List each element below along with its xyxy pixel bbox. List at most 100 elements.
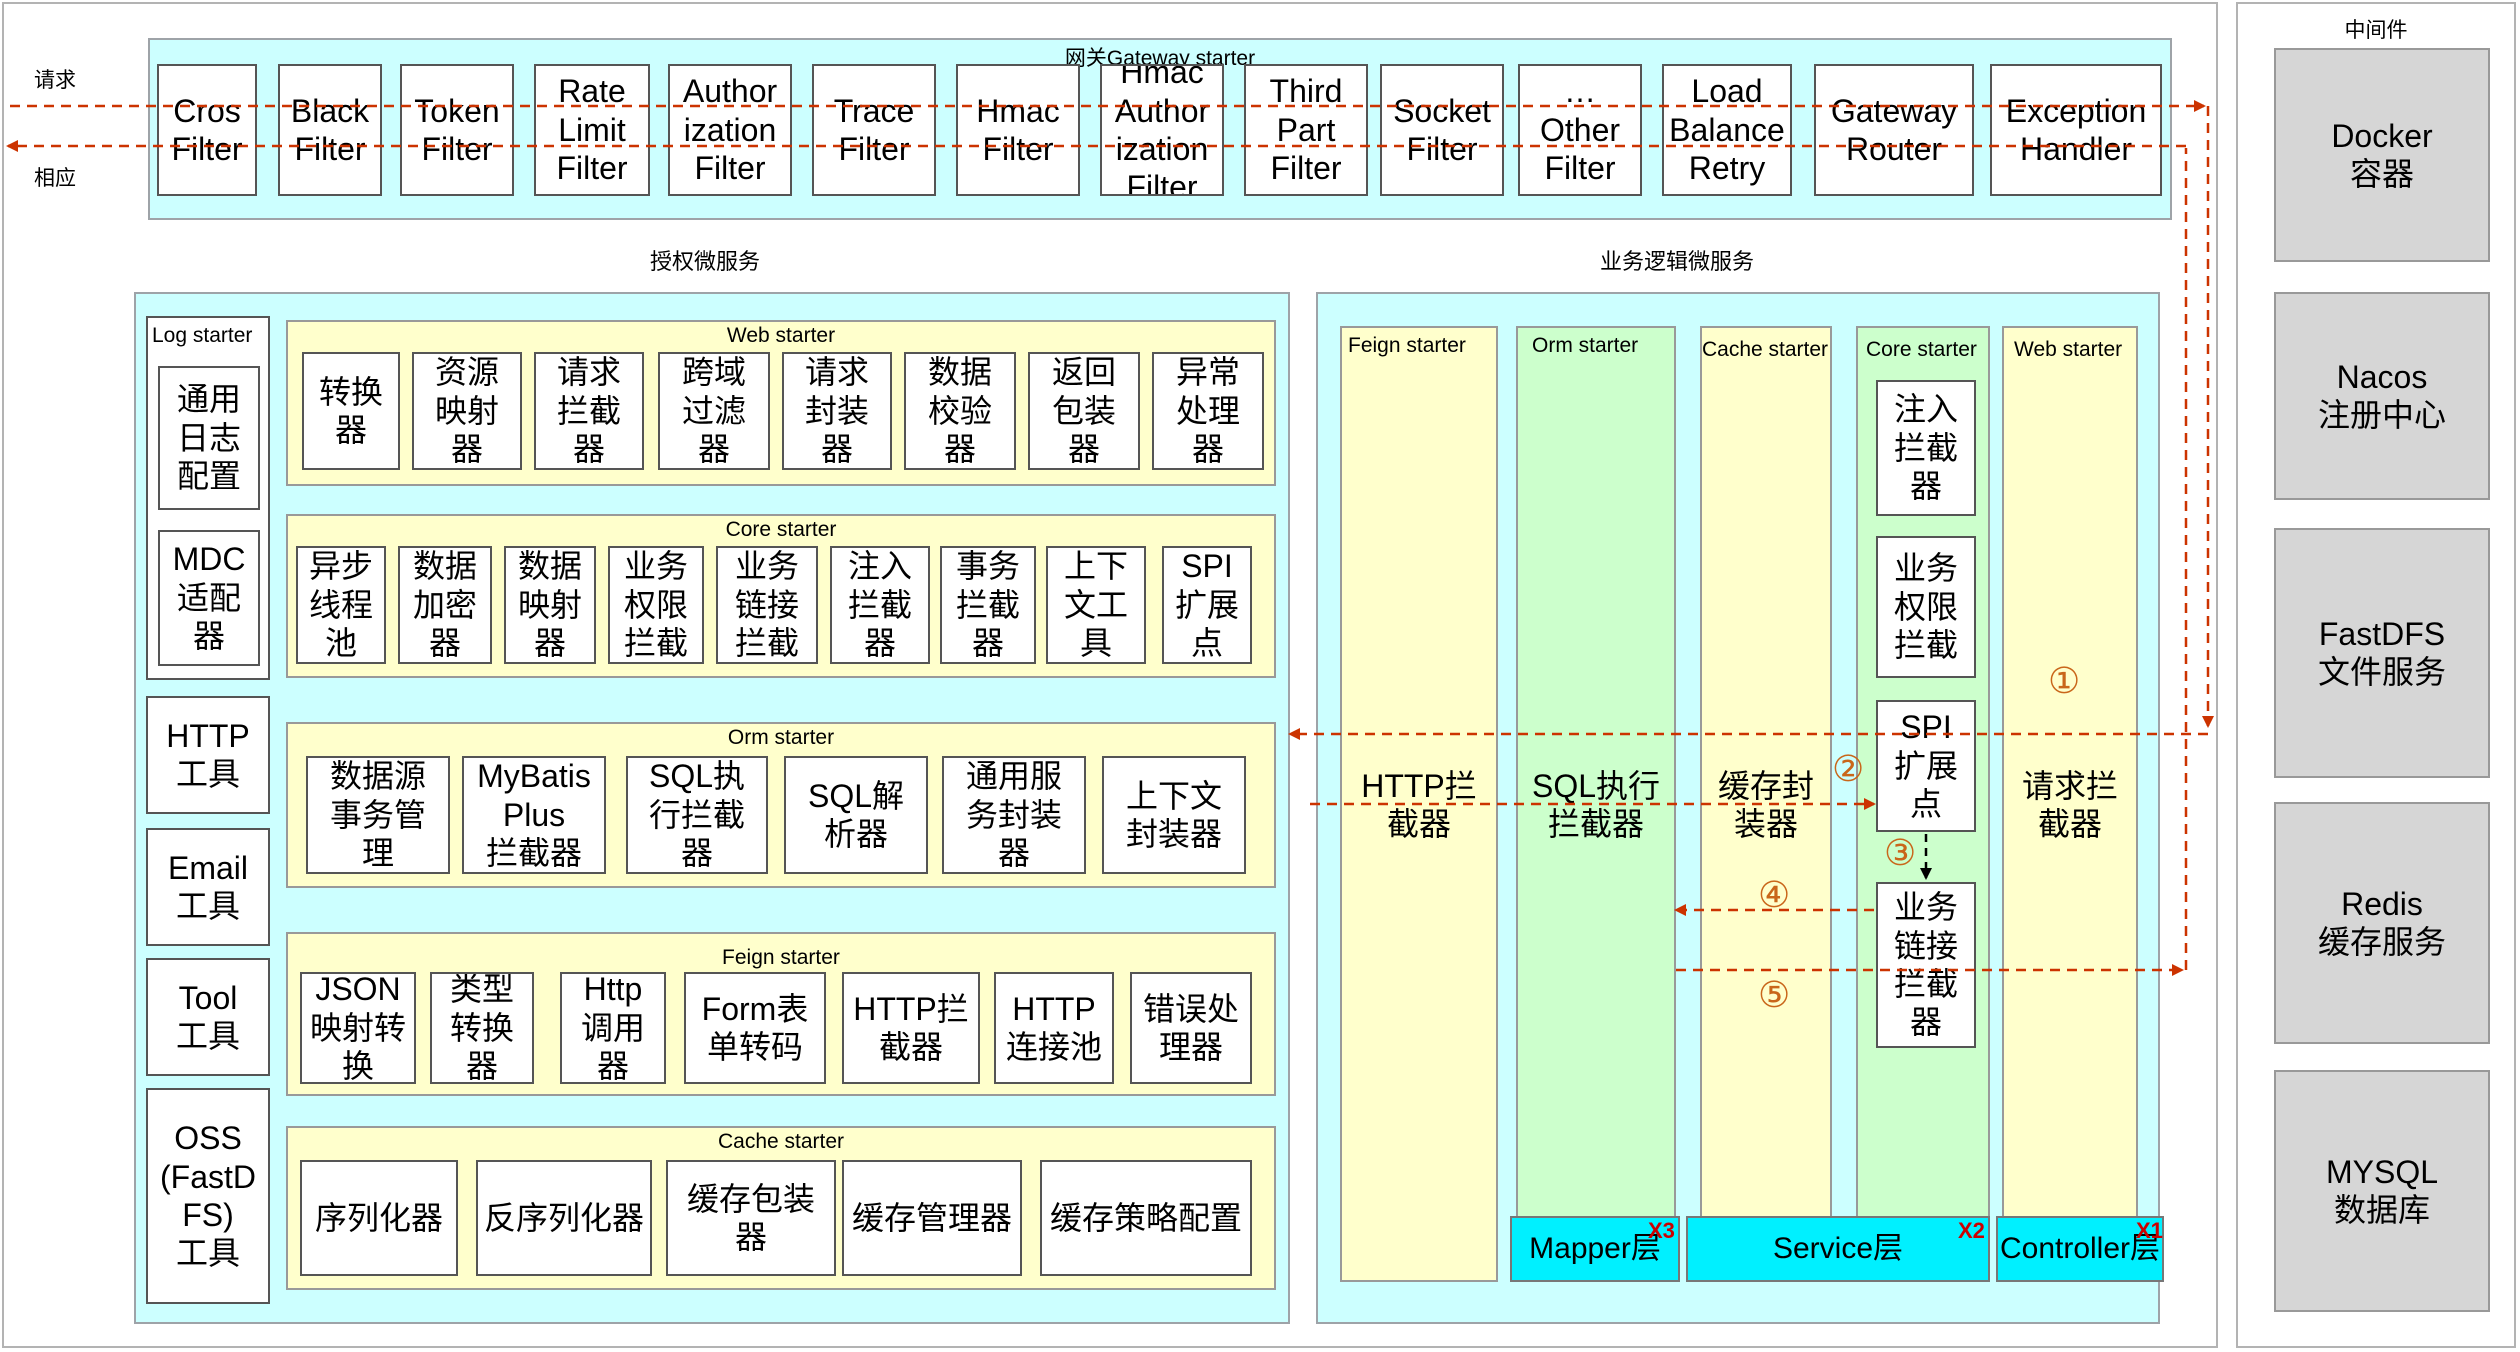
biz-web-starter-title: Web starter [2014,338,2123,361]
feign-item-error-handler: 错误处 理器 [1130,972,1252,1084]
web-item-request-interceptor: 请求 拦截 器 [534,352,644,470]
tool-general: Tool 工具 [146,958,270,1076]
auth-core-starter-title: Core starter [725,518,837,541]
orm-item-mybatis-plus: MyBatis Plus 拦截器 [462,756,606,874]
core-item-spi: SPI 扩展 点 [1162,546,1252,664]
gateway-filter-hmac: Hmac Filter [956,64,1080,196]
web-item-response-wrapper: 返回 包装 器 [1028,352,1140,470]
web-item-cors-filter: 跨域 过滤 器 [658,352,770,470]
feign-item-form-encoder: Form表 单转码 [684,972,826,1084]
feign-item-json-mapper: JSON 映射转 换 [300,972,416,1084]
auth-orm-starter-title: Orm starter [727,726,835,749]
tool-oss-fastdfs: OSS (FastD FS) 工具 [146,1088,270,1304]
orm-item-datasource-tx: 数据源 事务管 理 [306,756,450,874]
cache-item-deserializer: 反序列化器 [476,1160,652,1276]
middleware-mysql: MYSQL 数据库 [2274,1070,2490,1312]
biz-service-title: 业务逻辑微服务 [1600,249,1755,274]
core-item-context-tool: 上下 文工 具 [1046,546,1146,664]
layer-controller: Controller层 [1996,1216,2164,1282]
biz-orm-starter: Orm starter [1516,326,1676,1282]
core-item-async-pool: 异步 线程 池 [296,546,386,664]
tool-email: Email 工具 [146,828,270,946]
layer-service-label: Service层 [1772,1232,1904,1265]
step-3-marker: ③ [1884,832,1917,873]
log-starter-title: Log starter [152,324,253,347]
step-4-marker: ④ [1758,874,1791,915]
feign-item-type-converter: 类型 转换 器 [430,972,534,1084]
core-item-inject-interceptor: 注入 拦截 器 [830,546,930,664]
biz-core-biz-link: 业务 链接 拦截 器 [1876,882,1976,1048]
biz-core-starter-title: Core starter [1866,338,1977,361]
gateway-router: Gateway Router [1814,64,1974,196]
biz-feign-http-interceptor: HTTP拦 截器 [1361,767,1477,842]
web-item-exception-handler: 异常 处理 器 [1152,352,1264,470]
gateway-filter-trace: Trace Filter [812,64,936,196]
feign-item-http-caller: Http 调用 器 [560,972,666,1084]
response-label: 相应 [34,167,76,190]
gateway-filter-authorization: Author ization Filter [668,64,792,196]
gateway-filter-cros: Cros Filter [157,64,257,196]
gateway-filter-load-balance: Load Balance Retry [1662,64,1792,196]
step-1-marker: ① [2048,660,2081,701]
orm-item-sql-parser: SQL解 析器 [784,756,928,874]
web-item-data-validator: 数据 校验 器 [904,352,1016,470]
cache-item-wrapper: 缓存包装 器 [666,1160,836,1276]
layer-mapper-label: Mapper层 [1529,1232,1661,1265]
auth-web-starter-title: Web starter [726,324,836,347]
biz-core-inject-interceptor: 注入 拦截 器 [1876,380,1976,516]
layer-controller-label: Controller层 [1999,1232,2161,1265]
auth-cache-starter-title: Cache starter [717,1130,845,1153]
orm-item-context-wrapper: 上下文 封装器 [1102,756,1246,874]
core-item-biz-link: 业务 链接 拦截 [716,546,818,664]
feign-item-http-interceptor: HTTP拦 截器 [842,972,980,1084]
layer-service-tag: X2 [1958,1218,1985,1243]
step-5-marker: ⑤ [1758,974,1791,1015]
biz-core-biz-permission: 业务 权限 拦截 [1876,536,1976,678]
cache-item-serializer: 序列化器 [300,1160,458,1276]
biz-orm-starter-title: Orm starter [1532,334,1639,357]
gateway-filter-rate-limit: Rate Limit Filter [534,64,650,196]
gateway-filter-hmac-authorization: Hmac Author ization Filter [1100,64,1224,196]
middleware-docker: Docker 容器 [2274,48,2490,262]
core-item-data-mapper: 数据 映射 器 [504,546,596,664]
step-2-marker: ② [1832,748,1865,789]
gateway-filter-socket: Socket Filter [1380,64,1504,196]
layer-controller-tag: X1 [2136,1218,2163,1243]
feign-item-http-pool: HTTP 连接池 [994,972,1114,1084]
gateway-filter-third-part: Third Part Filter [1244,64,1368,196]
middleware-fastdfs: FastDFS 文件服务 [2274,528,2490,778]
log-item-general-config: 通用 日志 配置 [158,366,260,510]
core-item-biz-permission: 业务 权限 拦截 [608,546,704,664]
web-item-resource-mapper: 资源 映射 器 [412,352,522,470]
biz-web-request-interceptor: 请求拦 截器 [2021,767,2118,842]
auth-service-title: 授权微服务 [650,249,761,274]
request-label: 请求 [34,69,76,92]
auth-feign-starter-title: Feign starter [722,946,840,969]
gateway-filter-token: Token Filter [400,64,514,196]
gateway-filter-other: … Other Filter [1518,64,1642,196]
cache-item-policy-config: 缓存策略配置 [1040,1160,1252,1276]
web-item-converter: 转换 器 [302,352,400,470]
web-item-request-wrapper: 请求 封装 器 [782,352,892,470]
middleware-redis: Redis 缓存服务 [2274,802,2490,1044]
core-item-tx-interceptor: 事务 拦截 器 [940,546,1036,664]
gateway-filter-black: Black Filter [278,64,382,196]
tool-http: HTTP 工具 [146,696,270,814]
biz-feign-starter-title: Feign starter [1348,334,1466,357]
layer-service: Service层 [1686,1216,1990,1282]
orm-item-service-wrapper: 通用服 务封装 器 [942,756,1086,874]
layer-mapper: Mapper层 [1510,1216,1680,1282]
layer-mapper-tag: X3 [1648,1218,1675,1243]
biz-cache-wrapper: 缓存封 装器 [1717,767,1814,842]
gateway-exception-handler: Exception Handler [1990,64,2162,196]
biz-cache-starter-title: Cache starter [1702,338,1829,361]
biz-core-spi: SPI 扩展 点 [1876,700,1976,832]
middleware-nacos: Nacos 注册中心 [2274,292,2490,500]
biz-orm-sql-interceptor: SQL执行 拦截器 [1531,767,1661,842]
cache-item-manager: 缓存管理器 [842,1160,1022,1276]
biz-web-starter: Web starter [2002,326,2138,1282]
middleware-title: 中间件 [2344,19,2408,42]
orm-item-sql-exec-interceptor: SQL执 行拦截 器 [626,756,768,874]
log-item-mdc-adapter: MDC 适配 器 [158,530,260,666]
